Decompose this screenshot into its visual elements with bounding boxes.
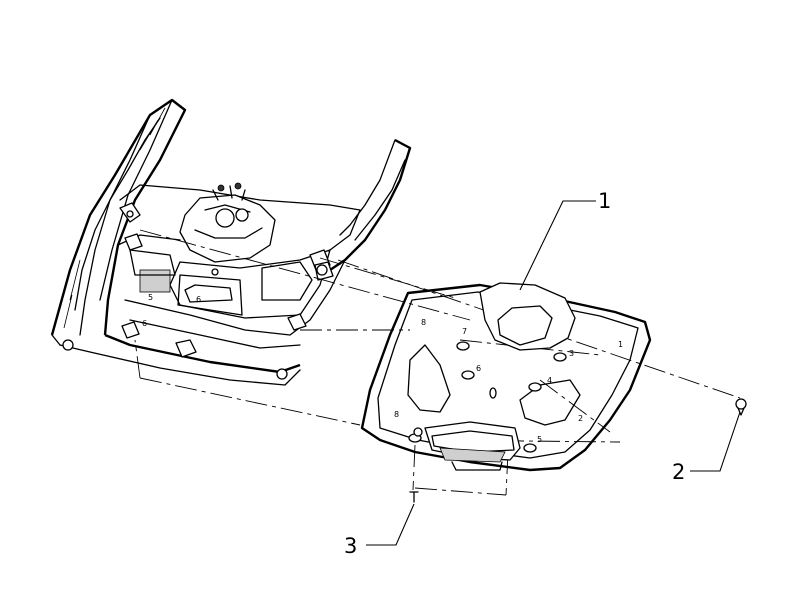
fastener-marker-5: 5 — [537, 435, 542, 444]
push-clip-part-2 — [735, 398, 747, 416]
headliner-marker-3: 6 — [142, 319, 147, 328]
fastener-marker-8a: 8 — [421, 318, 426, 327]
fastener-marker-2: 2 — [578, 414, 583, 423]
trim-panel-part-1: 8 7 6 3 4 1 2 5 8 — [360, 282, 652, 472]
headliner-marker-2: 6 — [196, 295, 201, 304]
fastener-marker-3: 3 — [569, 349, 574, 358]
fastener-marker-1: 1 — [618, 340, 623, 349]
callout-label-3: 3 — [344, 534, 357, 558]
screw-part-3 — [409, 491, 419, 503]
callout-label-2: 2 — [672, 460, 685, 484]
fastener-marker-8b: 8 — [394, 410, 399, 419]
headliner-marker-1: 5 — [148, 293, 153, 302]
roof-headliner-assembly: 5 6 6 — [50, 98, 412, 386]
callout-2-group: 2 — [672, 411, 741, 484]
fastener-marker-7: 7 — [462, 327, 467, 336]
callout-1-group: 1 — [519, 189, 611, 291]
fastener-marker-4: 4 — [547, 376, 552, 385]
callout-label-1: 1 — [598, 189, 611, 213]
fastener-marker-6: 6 — [476, 364, 481, 373]
callout-3-group: 3 — [344, 503, 415, 558]
